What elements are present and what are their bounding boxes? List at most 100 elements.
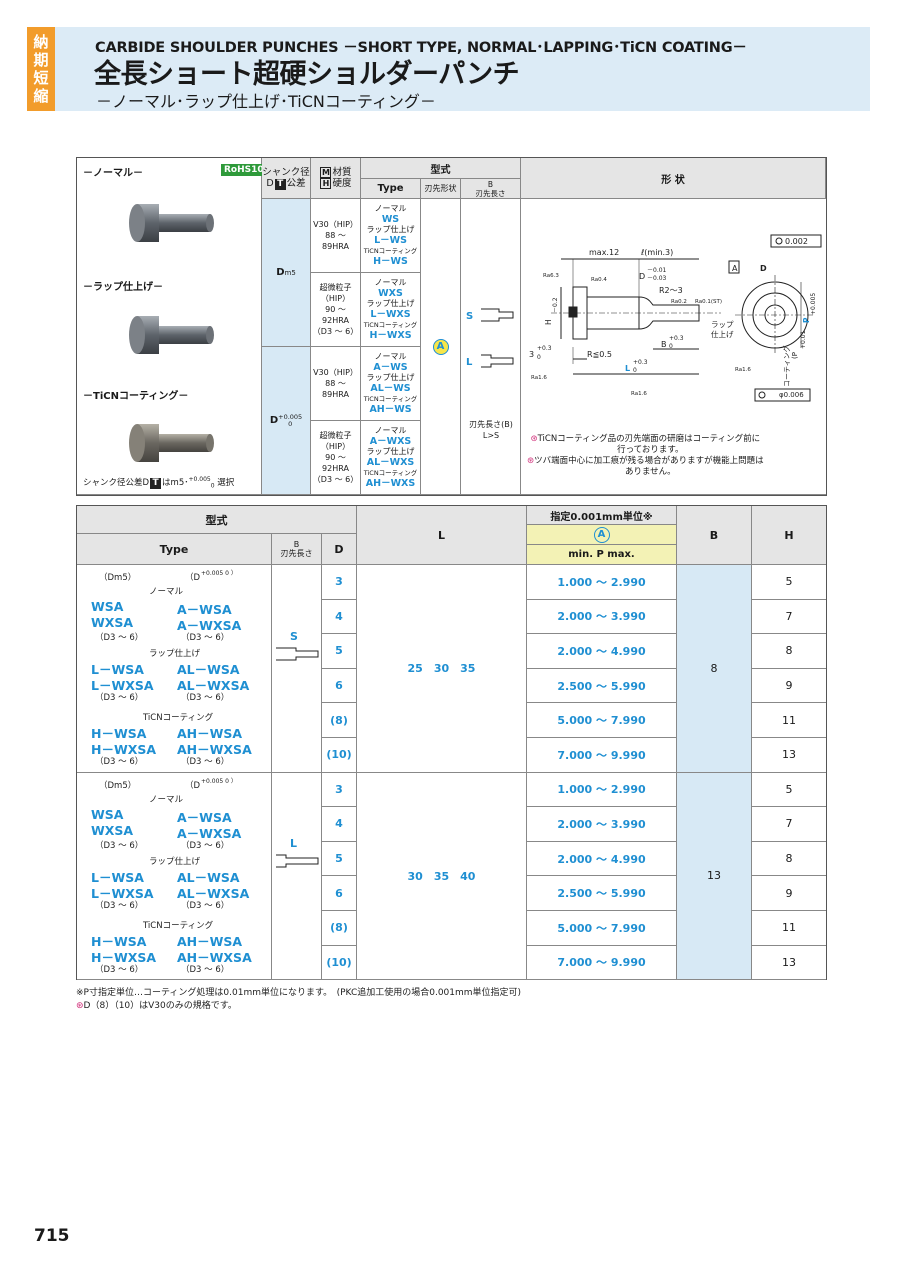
d-value: 3 [322, 772, 357, 808]
p-range: 7.000 ～ 9.990 [527, 945, 677, 981]
mat-text: V30（HIP） [313, 368, 358, 377]
title-english: CARBIDE SHOULDER PUNCHES －SHORT TYPE, NO… [95, 40, 747, 56]
rohs-badge: RoHS10 [221, 164, 267, 176]
note-mark-icon: ⊛ [76, 1001, 84, 1011]
coating-p: (P [791, 352, 799, 359]
header-shank-tol: 公差 [286, 177, 306, 189]
type-code: AH－WSA [177, 933, 243, 949]
note-text: 行っております。 [617, 445, 684, 455]
range-label: （D3 ～ 6） [95, 633, 144, 643]
h-value: 11 [752, 703, 826, 738]
d-value: 4 [322, 807, 357, 842]
ra-label: Ra1.6 [531, 375, 547, 381]
coating-label: コーティング [782, 345, 791, 387]
note-1: ⊛TiCNコーティング品の刃先端面の研磨はコーティング前に [527, 434, 764, 445]
h-value: 7 [752, 600, 826, 635]
mat-text: 超微粒子 [319, 431, 352, 440]
shank-note-text2: はm5･ [162, 478, 189, 488]
p-range: 5.000 ～ 7.990 [527, 703, 677, 738]
dim-b-up: +0.3 [669, 335, 684, 342]
note-mark-icon: ⊛ [530, 434, 538, 444]
type-label: TiCNコーティング [363, 469, 418, 477]
types-a-ws: ノーマル A－WS ラップ仕上げ AL－WS TiCNコーティング AH－WS [361, 347, 421, 421]
finish-lap-label: －ラップ仕上げ－ [83, 282, 163, 293]
header-tip-length: B 刃先長さ [461, 179, 521, 199]
tol-phi0006: φ0.006 [779, 391, 804, 399]
type-code: AL－WXS [366, 456, 415, 468]
dim-r05: R≦0.5 [587, 350, 612, 359]
p-range: 2.500 ～ 5.990 [527, 668, 677, 704]
tip-length-note: 刃先長さ(B)L>S [461, 419, 521, 441]
mat-text: （HIP） [320, 294, 351, 303]
tip-l-icon [481, 354, 514, 368]
ra-label: Ra0.1(ST) [695, 299, 722, 305]
type-label: ラップ仕上げ [366, 373, 415, 382]
tip-letter: L [290, 837, 298, 851]
ra-label: Ra6.3 [543, 273, 559, 279]
dim-p-tol: +0.005 [810, 293, 817, 315]
dplus-label: （D [185, 573, 201, 583]
shank-dm5-sub: m5 [284, 268, 296, 277]
material-fine-1: 超微粒子（HIP）90 ～ 92HRA（D3 ～ 6） [311, 273, 361, 347]
dplus-label: （D [185, 780, 201, 791]
lap-2: 仕上げ [711, 329, 734, 339]
type-code: H－WXSA [91, 949, 157, 965]
coating-tol: +0.01 [800, 330, 807, 349]
dim-d-up: －0.01 [647, 267, 667, 274]
type-code: WXSA [91, 822, 134, 838]
mat-text: 90 ～ 92HRA [322, 305, 349, 325]
h-value: 7 [752, 807, 826, 842]
type-label: TiCNコーティング [363, 321, 418, 329]
type-label: TiCNコーティング [363, 395, 418, 403]
d-value: (8) [322, 911, 357, 946]
header-band [34, 27, 870, 111]
types-ws: ノーマル WS ラップ仕上げ L－WS TiCNコーティング H－WS [361, 199, 421, 273]
footnote-1: ※P寸指定単位…コーティング処理は0.01mm単位になります。 (PKC追加工使… [76, 988, 522, 998]
shank-note-text3: 選択 [217, 478, 235, 488]
punch-technical-drawing: max.12 ℓ(min.3) D －0.01 －0.03 R2～3 A D 0… [529, 234, 822, 402]
mat-text: 88 ～ 89HRA [322, 231, 349, 251]
type-code: WSA [91, 806, 124, 822]
tip-letter: S [290, 629, 298, 643]
b-header-b-1: B [293, 540, 300, 549]
type-code: AH－WXS [365, 477, 416, 489]
type-code: L－WS [374, 234, 407, 246]
dim-max12: max.12 [589, 248, 619, 257]
normal-label: ノーマル [149, 587, 184, 597]
d-value: 6 [322, 668, 357, 704]
tol-upper: +0.005 [278, 412, 303, 421]
punch-photo-lap [129, 316, 214, 354]
type-code: AL－WSA [177, 869, 240, 885]
material-v30-2: V30（HIP） 88 ～ 89HRA [311, 347, 361, 421]
range-label: （D3 ～ 6） [181, 964, 230, 975]
tip-l-label: L [466, 357, 473, 368]
material-fine-2: 超微粒子（HIP）90 ～ 92HRA（D3 ～ 6） [311, 421, 361, 495]
ticn-label: TiCNコーティング [143, 920, 214, 931]
d-value: 5 [322, 634, 357, 669]
l-values: 30 35 40 [357, 772, 527, 981]
type-label: ノーマル [374, 278, 407, 287]
tol-lower: 0 [288, 419, 293, 428]
tip-length-col: S L 刃先長さ(B)L>S [461, 199, 521, 495]
type-code: A－WS [373, 361, 408, 373]
types-a-wxs: ノーマル A－WXS ラップ仕上げ AL－WXS TiCNコーティング AH－W… [361, 421, 421, 495]
short-delivery-badge: 納 期 短 縮 [27, 27, 55, 111]
drawing-notes: ⊛TiCNコーティング品の刃先端面の研磨はコーティング前に 行っております。 ⊛… [527, 434, 764, 478]
l-values: 25 30 35 [357, 565, 527, 773]
mat-text: 88 ～ 89HRA [322, 379, 349, 399]
header-tip-length-text: 刃先長さ [475, 188, 506, 198]
type-code: WSA [91, 599, 124, 614]
range-label: （D3 ～ 6） [181, 693, 230, 703]
punch-photo-normal [129, 204, 214, 242]
dim-l-up: +0.3 [633, 359, 648, 366]
type-code: AH－WXSA [177, 742, 252, 757]
d-value: 3 [322, 565, 357, 600]
shank-note-text: シャンク径公差D [83, 478, 150, 488]
